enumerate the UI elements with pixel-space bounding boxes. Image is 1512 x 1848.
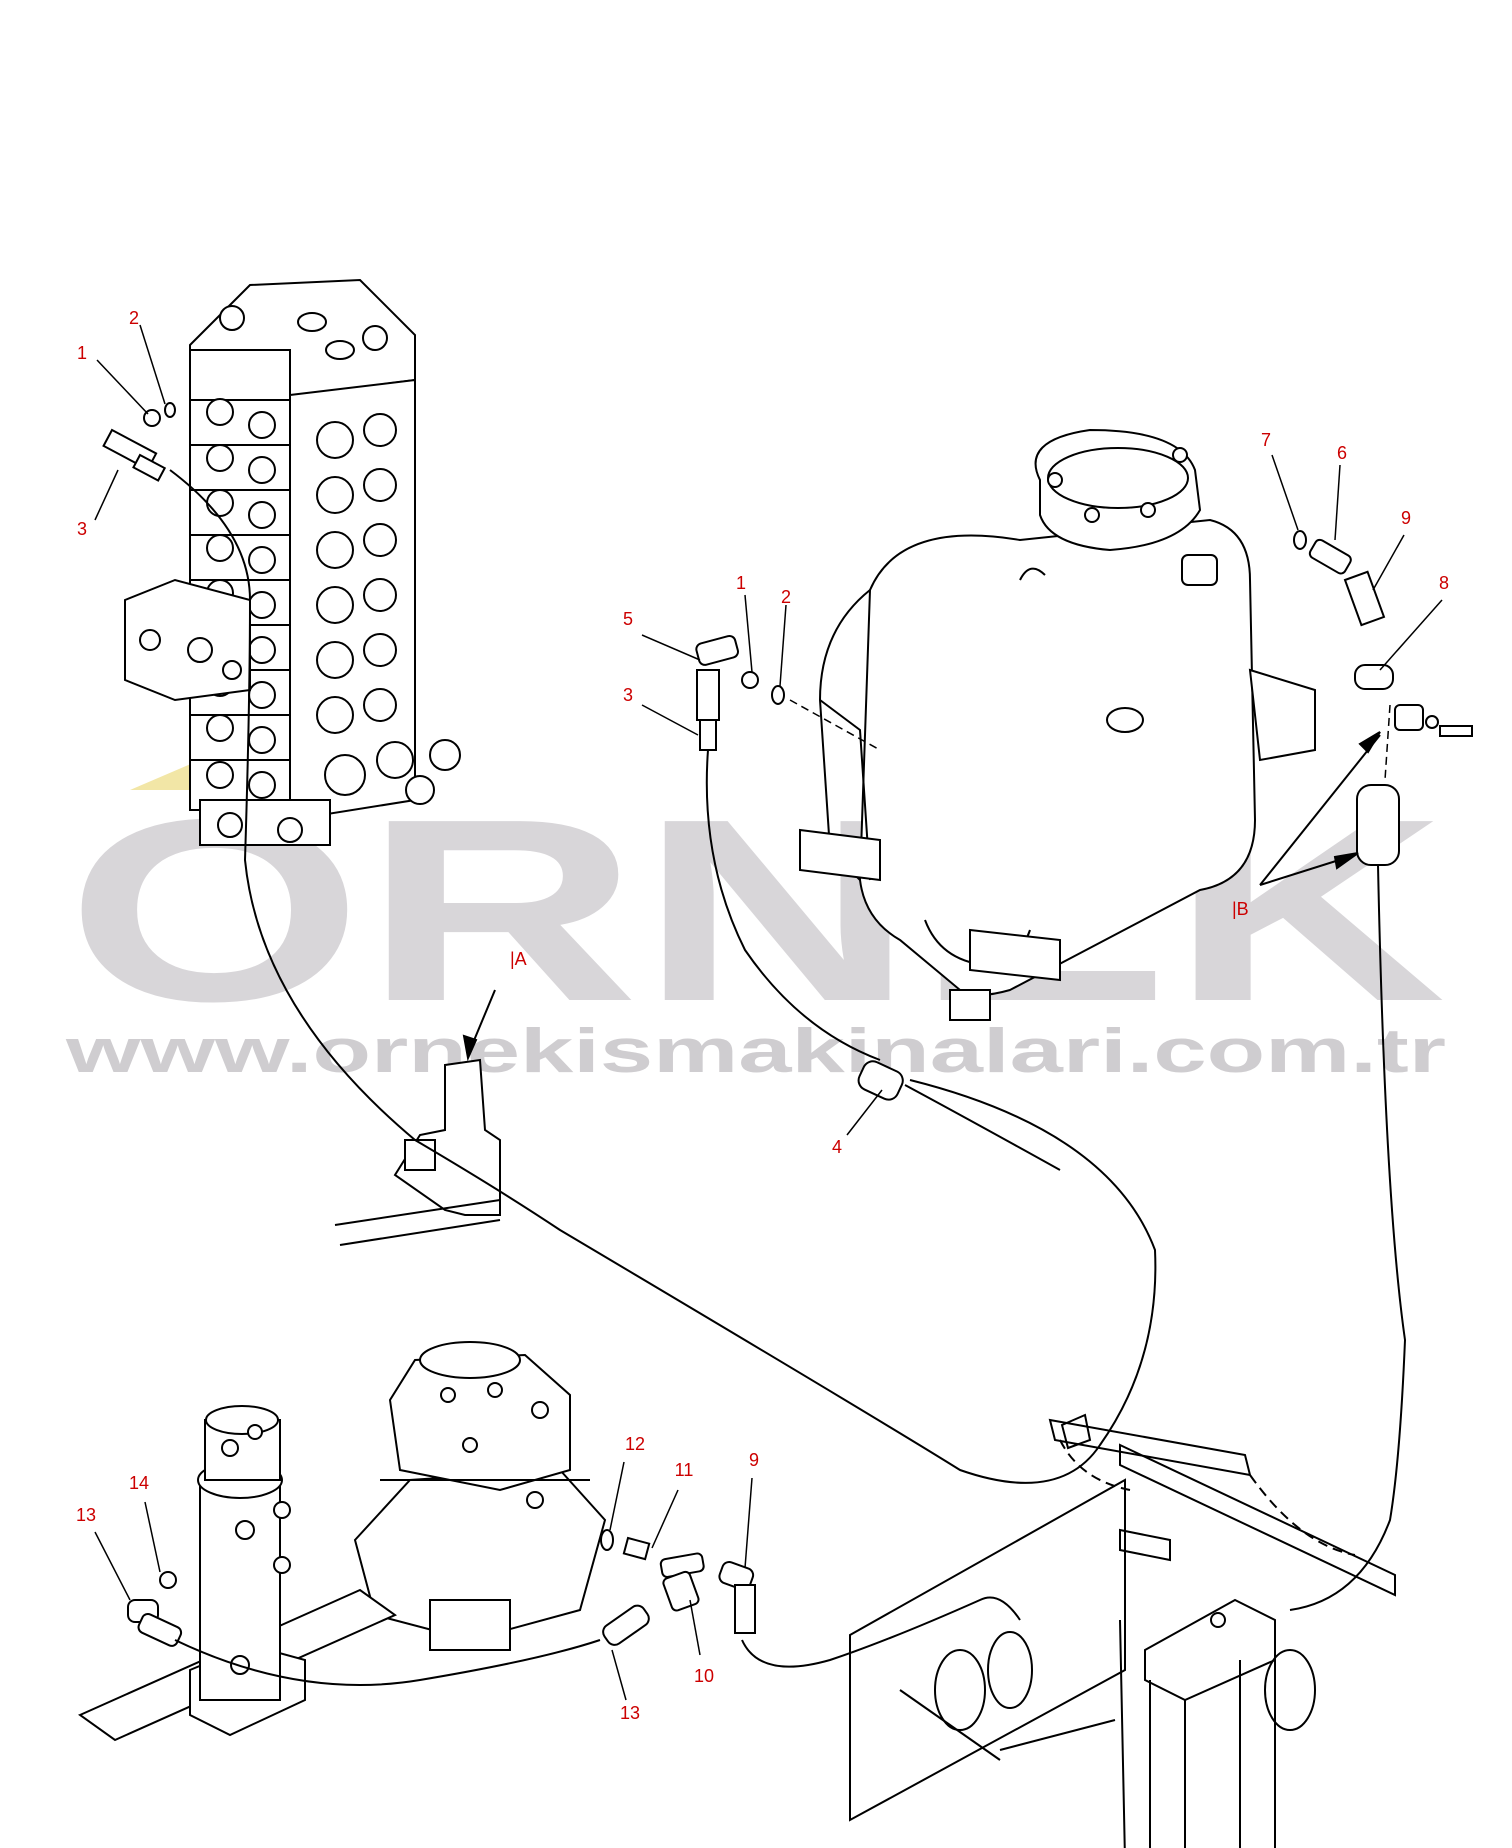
- callout-8: 8: [1439, 573, 1449, 593]
- valve-fittings: [104, 403, 175, 481]
- callout-14: 14: [129, 1473, 149, 1493]
- hose-lines: [170, 470, 1405, 1685]
- callout-13: 13: [76, 1505, 96, 1525]
- view-label-b: |B: [1232, 899, 1249, 919]
- callout-13: 13: [620, 1703, 640, 1723]
- control-valve: [125, 280, 460, 845]
- view-label-a: |A: [510, 949, 527, 969]
- callout-6: 6: [1337, 443, 1347, 463]
- tank-fittings-right: [1294, 531, 1472, 865]
- swing-motor-fittings: [600, 1530, 755, 1648]
- callout-numbers: 1 2 3 1 2 5 3 7 6 9 8 4 12 11 9 14 13 10…: [76, 308, 1449, 1723]
- view-arrows: [464, 732, 1380, 1058]
- swivel-fittings: [128, 1572, 183, 1648]
- callout-9: 9: [1401, 508, 1411, 528]
- hose-coupler: [855, 1058, 906, 1103]
- dashed-lines: [790, 700, 1390, 780]
- callout-4: 4: [832, 1137, 842, 1157]
- callout-12: 12: [625, 1434, 645, 1454]
- callout-11: 11: [675, 1460, 694, 1480]
- tank-fittings-left: [695, 635, 784, 750]
- center-swivel: [80, 1406, 395, 1740]
- callout-7: 7: [1261, 430, 1271, 450]
- swing-motor: [355, 1342, 605, 1650]
- callout-3: 3: [623, 685, 633, 705]
- frame: [850, 1415, 1395, 1848]
- callout-10: 10: [694, 1666, 714, 1686]
- callout-1: 1: [736, 573, 746, 593]
- callout-1: 1: [77, 343, 87, 363]
- callout-2: 2: [781, 587, 791, 607]
- hydraulic-tank: [800, 430, 1315, 1020]
- callout-9: 9: [749, 1450, 759, 1470]
- callout-2: 2: [129, 308, 139, 328]
- callout-5: 5: [623, 609, 633, 629]
- watermark-url: www.ornekismakinalari.com.tr: [64, 1017, 1446, 1086]
- view-labels: |A |B: [510, 899, 1249, 969]
- callout-3: 3: [77, 519, 87, 539]
- callout-leaders: [94, 324, 1443, 1701]
